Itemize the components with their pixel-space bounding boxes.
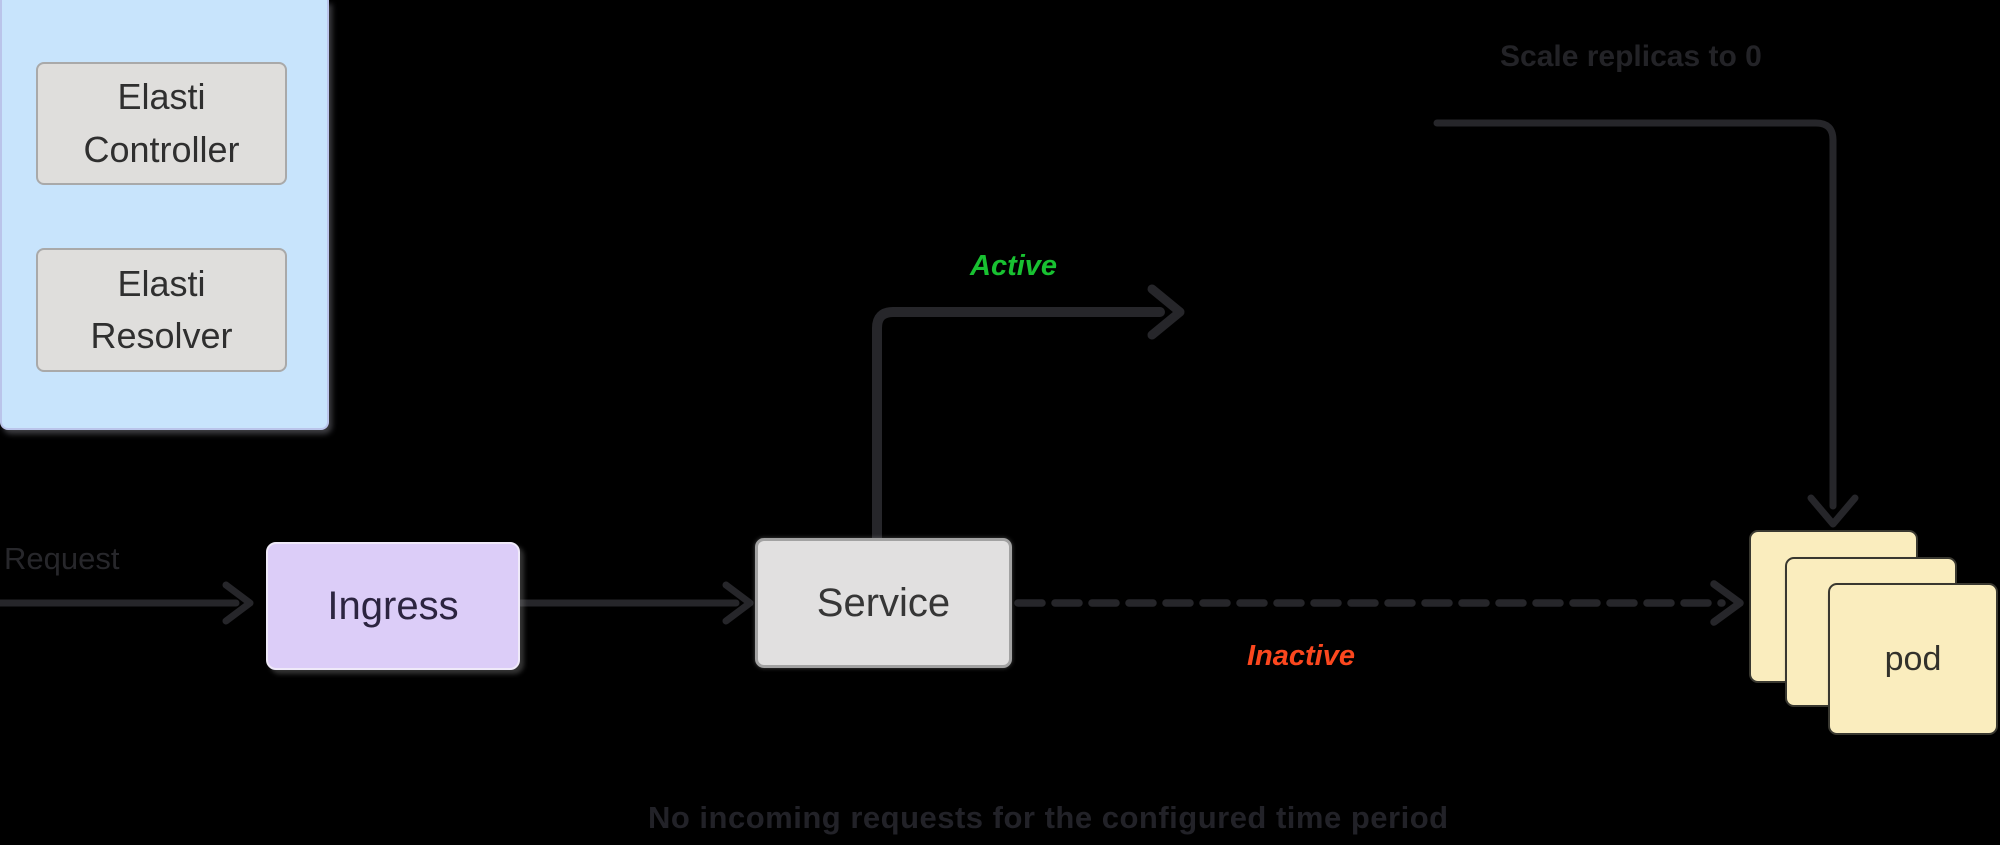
arrow-service-to-resolver	[872, 284, 1185, 545]
ingress-node: Ingress	[266, 542, 520, 670]
arrow-service-to-pods-dashed	[1014, 580, 1744, 626]
service-node: Service	[755, 538, 1012, 668]
bottom-note: No incoming requests for the configured …	[648, 800, 1449, 835]
pod-card-front: pod	[1828, 583, 1998, 735]
ingress-node-label: Ingress	[327, 583, 459, 628]
arrow-ingress-to-service	[516, 581, 754, 625]
elasti-controller-node: Elasti Controller	[36, 62, 287, 185]
arrow-controller-to-pods	[1433, 119, 1859, 528]
inactive-edge-label: Inactive	[1247, 640, 1355, 672]
scale-replicas-label: Scale replicas to 0	[1500, 40, 1762, 73]
elasti-controller-label-line2: Controller	[83, 128, 240, 170]
elasti-controller-label-line1: Elasti	[117, 76, 206, 118]
elasti-group-container: Elasti Controller Elasti Resolver	[0, 0, 329, 430]
active-edge-label: Active	[970, 250, 1058, 282]
request-label: Request	[4, 541, 120, 576]
elasti-resolver-node: Elasti Resolver	[36, 248, 287, 372]
service-node-label: Service	[816, 580, 951, 625]
arrow-request-to-ingress	[0, 581, 254, 625]
pod-label: pod	[1884, 639, 1942, 678]
elasti-resolver-label-line1: Elasti	[117, 262, 206, 304]
elasti-resolver-label-line2: Resolver	[90, 315, 233, 356]
